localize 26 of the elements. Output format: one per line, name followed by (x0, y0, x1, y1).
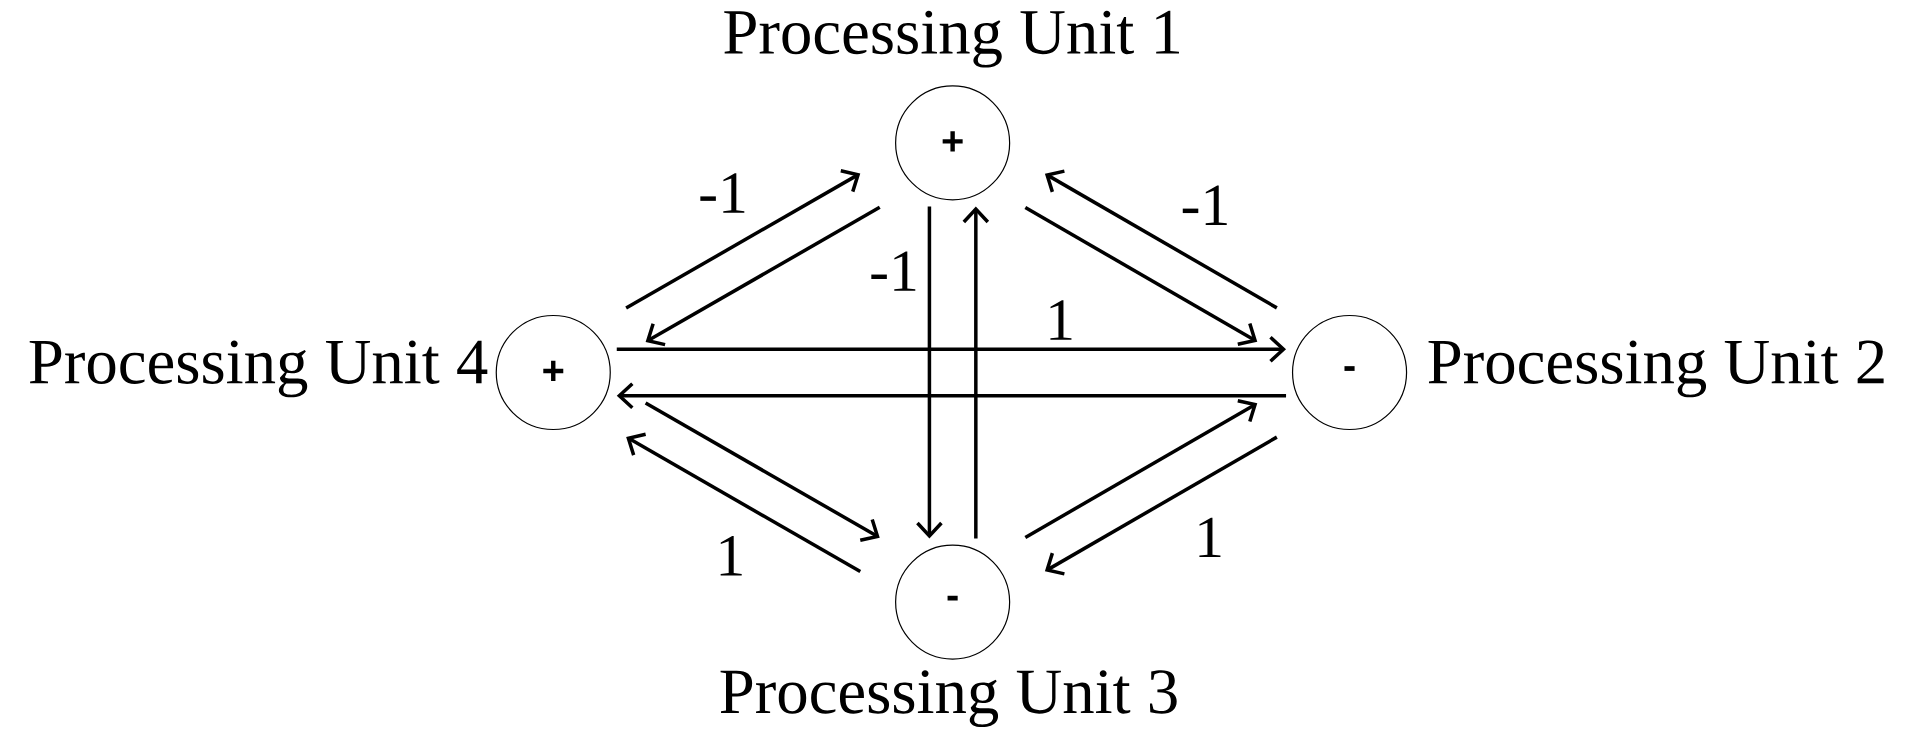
arrow (1024, 206, 1258, 347)
arrow (645, 205, 881, 347)
arrow (1044, 169, 1278, 310)
arrow (1044, 435, 1278, 576)
arrow (644, 401, 880, 543)
node-heading: Processing Unit 4 (29, 340, 488, 398)
arrow (616, 382, 1287, 410)
circle-node: - (895, 544, 1011, 660)
edge-label: 1 (1193, 516, 1226, 559)
arrow (916, 206, 943, 539)
arrow (625, 169, 861, 310)
arrow (616, 336, 1287, 363)
circle-node: + (895, 85, 1011, 201)
node-heading: Processing Unit 1 (724, 10, 1179, 68)
arrow (962, 206, 990, 539)
arrow (626, 432, 862, 574)
edge-label: 1 (1044, 299, 1077, 341)
edge-label: -1 (1179, 184, 1232, 226)
edge-label: -1 (697, 172, 749, 214)
circle-node: + (495, 315, 611, 431)
circle-node: - (1291, 315, 1408, 431)
arrow (1024, 399, 1258, 540)
node-heading: Processing Unit 2 (1428, 340, 1884, 398)
edge-label: 1 (714, 535, 747, 577)
node-heading: Processing Unit 3 (720, 670, 1177, 728)
edge-label: -1 (868, 250, 920, 292)
